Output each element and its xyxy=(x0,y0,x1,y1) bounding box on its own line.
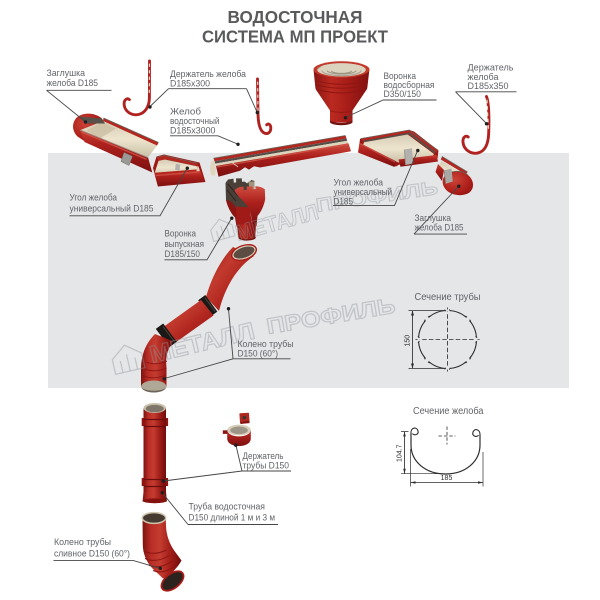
svg-text:185: 185 xyxy=(441,475,453,482)
svg-text:Воронка: Воронка xyxy=(384,71,417,81)
svg-text:Труба водосточная: Труба водосточная xyxy=(189,502,266,512)
svg-text:СИСТЕМА МП ПРОЕКТ: СИСТЕМА МП ПРОЕКТ xyxy=(202,27,389,46)
svg-text:универсальный D185: универсальный D185 xyxy=(70,204,154,214)
svg-text:Держатель: Держатель xyxy=(468,63,514,73)
svg-text:Сечение трубы: Сечение трубы xyxy=(415,292,481,303)
svg-text:Заглушка: Заглушка xyxy=(415,213,452,223)
svg-text:Угол желоба: Угол желоба xyxy=(334,177,384,187)
svg-text:Держатель: Держатель xyxy=(243,451,284,461)
svg-text:Держатель желоба: Держатель желоба xyxy=(170,69,246,79)
svg-text:ВОДОСТОЧНАЯ: ВОДОСТОЧНАЯ xyxy=(228,8,363,27)
svg-text:желоба: желоба xyxy=(468,72,499,82)
svg-text:150: 150 xyxy=(405,335,412,347)
svg-text:Желоб: Желоб xyxy=(170,107,201,117)
svg-text:104.7: 104.7 xyxy=(397,444,404,462)
svg-text:водосборная: водосборная xyxy=(384,80,435,90)
svg-text:универсальный: универсальный xyxy=(334,187,393,197)
svg-text:Воронка: Воронка xyxy=(165,229,197,239)
svg-text:желоба D185: желоба D185 xyxy=(415,223,464,233)
svg-text:сливное D150 (60°): сливное D150 (60°) xyxy=(54,548,130,558)
svg-text:D185х350: D185х350 xyxy=(468,81,509,91)
svg-text:выпускная: выпускная xyxy=(165,239,205,249)
svg-text:Угол желоба: Угол желоба xyxy=(70,193,118,203)
svg-text:Сечение желоба: Сечение желоба xyxy=(413,406,484,417)
svg-text:водосточный: водосточный xyxy=(170,116,220,126)
svg-text:D350/150: D350/150 xyxy=(384,89,422,99)
svg-text:Заглушка: Заглушка xyxy=(47,68,86,78)
svg-text:Колено трубы: Колено трубы xyxy=(238,339,294,349)
svg-text:D150 длиной 1 м и 3 м: D150 длиной 1 м и 3 м xyxy=(189,512,276,522)
svg-text:D185: D185 xyxy=(334,196,354,206)
svg-text:D185х3000: D185х3000 xyxy=(170,125,216,135)
svg-text:D150 (60°): D150 (60°) xyxy=(238,349,279,359)
svg-text:трубы D150: трубы D150 xyxy=(243,461,290,471)
svg-text:D185х300: D185х300 xyxy=(170,79,210,89)
svg-text:D185/150: D185/150 xyxy=(165,249,201,259)
svg-text:желоба D185: желоба D185 xyxy=(47,78,99,88)
svg-text:Колено трубы: Колено трубы xyxy=(54,537,111,547)
